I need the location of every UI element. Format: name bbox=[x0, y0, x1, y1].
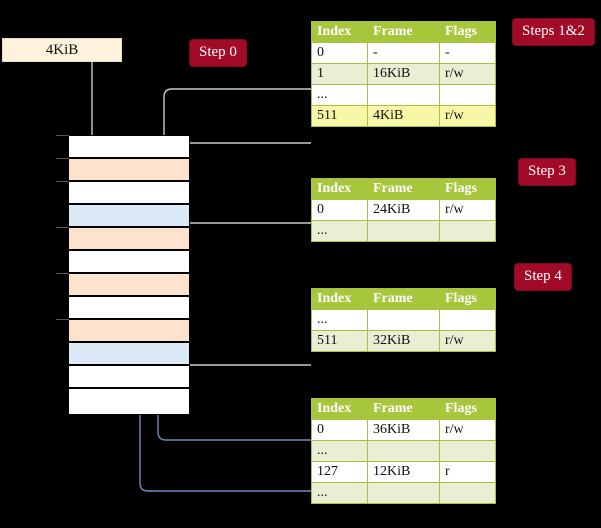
cell-index: ... bbox=[311, 440, 368, 462]
cell-index: 1 bbox=[311, 63, 368, 85]
cell-flags: - bbox=[439, 42, 496, 64]
table-header-row: Index Frame Flags bbox=[311, 21, 496, 43]
cell-index: 0 bbox=[311, 199, 368, 221]
cell-frame bbox=[367, 84, 440, 106]
badge-label: Step 4 bbox=[524, 268, 562, 284]
memory-tick bbox=[56, 181, 69, 182]
cell-index: ... bbox=[311, 309, 368, 331]
memory-row bbox=[68, 365, 190, 388]
cell-flags bbox=[439, 482, 496, 504]
table-row: ... bbox=[311, 309, 496, 331]
table-row: 1 16KiB r/w bbox=[311, 63, 496, 85]
cell-flags: r/w bbox=[439, 105, 496, 127]
table-row: 0 - - bbox=[311, 42, 496, 64]
memory-row bbox=[68, 388, 190, 415]
col-header-index: Index bbox=[311, 178, 368, 200]
source-frame-label: 4KiB bbox=[45, 41, 79, 58]
badge-label: Step 3 bbox=[528, 163, 566, 179]
cell-index: ... bbox=[311, 220, 368, 242]
cell-frame bbox=[367, 482, 440, 504]
cell-flags: r/w bbox=[439, 199, 496, 221]
memory-row bbox=[68, 319, 190, 342]
cell-flags bbox=[439, 84, 496, 106]
table-row: 127 12KiB r bbox=[311, 461, 496, 483]
page-table-3: Index Frame Flags ... 511 32KiB r/w bbox=[311, 288, 496, 352]
badge-label: Steps 1&2 bbox=[522, 23, 585, 39]
page-table-4: Index Frame Flags 0 36KiB r/w ... 127 12… bbox=[311, 398, 496, 504]
memory-row bbox=[68, 204, 190, 227]
memory-tick bbox=[56, 319, 69, 320]
col-header-flags: Flags bbox=[439, 21, 496, 43]
memory-row bbox=[68, 181, 190, 204]
memory-tick bbox=[56, 135, 69, 136]
col-header-frame: Frame bbox=[367, 178, 440, 200]
cell-frame: 16KiB bbox=[367, 63, 440, 85]
table-row: 0 36KiB r/w bbox=[311, 419, 496, 441]
cell-flags: r/w bbox=[439, 330, 496, 352]
col-header-frame: Frame bbox=[367, 398, 440, 420]
cell-index: 0 bbox=[311, 419, 368, 441]
badge-label: Step 0 bbox=[199, 44, 237, 60]
table-row: ... bbox=[311, 84, 496, 106]
badge-step-0: Step 0 bbox=[190, 40, 246, 66]
cell-frame: 36KiB bbox=[367, 419, 440, 441]
col-header-flags: Flags bbox=[439, 288, 496, 310]
cell-index: ... bbox=[311, 84, 368, 106]
cell-frame bbox=[367, 440, 440, 462]
badge-step-3: Step 3 bbox=[519, 159, 575, 185]
memory-tick bbox=[56, 158, 69, 159]
cell-frame: 12KiB bbox=[367, 461, 440, 483]
table-row: ... bbox=[311, 220, 496, 242]
cell-frame bbox=[367, 309, 440, 331]
page-table-2: Index Frame Flags 0 24KiB r/w ... bbox=[311, 178, 496, 242]
page-table-1: Index Frame Flags 0 - - 1 16KiB r/w ... bbox=[311, 21, 496, 127]
cell-frame bbox=[367, 220, 440, 242]
table-row: 0 24KiB r/w bbox=[311, 199, 496, 221]
cell-flags: r bbox=[439, 461, 496, 483]
memory-row bbox=[68, 273, 190, 296]
col-header-frame: Frame bbox=[367, 288, 440, 310]
memory-row bbox=[68, 342, 190, 365]
cell-frame: 24KiB bbox=[367, 199, 440, 221]
cell-flags: r/w bbox=[439, 63, 496, 85]
col-header-flags: Flags bbox=[439, 398, 496, 420]
cell-frame: - bbox=[367, 42, 440, 64]
table-row: ... bbox=[311, 482, 496, 504]
badge-step-4: Step 4 bbox=[515, 264, 571, 290]
cell-flags: r/w bbox=[439, 419, 496, 441]
cell-index: 511 bbox=[311, 105, 368, 127]
memory-row bbox=[68, 296, 190, 319]
cell-index: 0 bbox=[311, 42, 368, 64]
col-header-index: Index bbox=[311, 21, 368, 43]
cell-flags bbox=[439, 309, 496, 331]
table-header-row: Index Frame Flags bbox=[311, 398, 496, 420]
col-header-index: Index bbox=[311, 398, 368, 420]
cell-flags bbox=[439, 440, 496, 462]
table-row: 511 32KiB r/w bbox=[311, 330, 496, 352]
cell-index: ... bbox=[311, 482, 368, 504]
memory-tick bbox=[56, 227, 69, 228]
col-header-index: Index bbox=[311, 288, 368, 310]
cell-frame: 4KiB bbox=[367, 105, 440, 127]
table-row: ... bbox=[311, 440, 496, 462]
table-header-row: Index Frame Flags bbox=[311, 178, 496, 200]
cell-flags bbox=[439, 220, 496, 242]
memory-row bbox=[68, 158, 190, 181]
table-row: 511 4KiB r/w bbox=[311, 105, 496, 127]
physical-memory-column bbox=[68, 135, 190, 415]
memory-row bbox=[68, 135, 190, 158]
source-frame-box: 4KiB bbox=[2, 38, 122, 62]
cell-frame: 32KiB bbox=[367, 330, 440, 352]
col-header-frame: Frame bbox=[367, 21, 440, 43]
cell-index: 511 bbox=[311, 330, 368, 352]
cell-index: 127 bbox=[311, 461, 368, 483]
table-header-row: Index Frame Flags bbox=[311, 288, 496, 310]
memory-tick bbox=[56, 273, 69, 274]
memory-row bbox=[68, 227, 190, 250]
badge-steps-1-2: Steps 1&2 bbox=[513, 19, 594, 45]
memory-row bbox=[68, 250, 190, 273]
col-header-flags: Flags bbox=[439, 178, 496, 200]
